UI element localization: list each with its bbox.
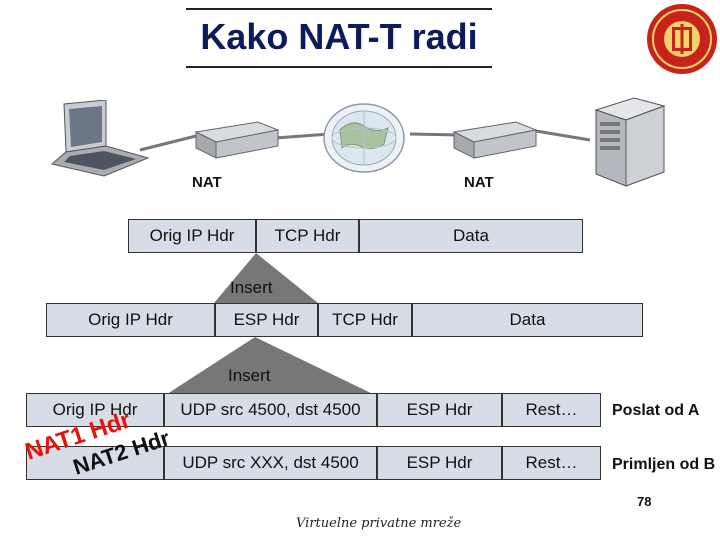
footer-text: Virtuelne privatne mreže — [296, 516, 462, 531]
nat-router-icon — [194, 121, 280, 159]
rest-cell: Rest… — [502, 393, 601, 427]
tcp-hdr-cell: TCP Hdr — [318, 303, 412, 337]
network-links — [139, 128, 591, 152]
esp-hdr-cell: ESP Hdr — [377, 446, 502, 480]
page-number: 78 — [637, 494, 652, 509]
udp-hdr-cell: UDP src XXX, dst 4500 — [164, 446, 377, 480]
sent-from-a-label: Poslat od A — [612, 402, 700, 419]
server-icon — [594, 97, 666, 187]
esp-hdr-cell: ESP Hdr — [215, 303, 318, 337]
orig-ip-hdr-cell: Orig IP Hdr — [46, 303, 215, 337]
esp-hdr-cell: ESP Hdr — [377, 393, 502, 427]
tcp-hdr-cell: TCP Hdr — [256, 219, 359, 253]
internet-globe-icon — [323, 103, 405, 173]
received-from-b-label: Primljen od B — [612, 456, 716, 473]
laptop-icon — [50, 100, 150, 177]
nat-label-1: NAT — [192, 174, 222, 191]
title-frame — [186, 8, 492, 68]
udp-hdr-cell: UDP src 4500, dst 4500 — [164, 393, 377, 427]
nat-router-icon — [452, 121, 538, 159]
orig-ip-hdr-cell: Orig IP Hdr — [128, 219, 256, 253]
data-cell: Data — [359, 219, 583, 253]
page-title: Kako NAT-T radi — [200, 16, 478, 57]
insert-label-2: Insert — [228, 366, 271, 385]
data-cell: Data — [412, 303, 643, 337]
insert-label-1: Insert — [230, 278, 273, 297]
rest-cell: Rest… — [502, 446, 601, 480]
nat-hdr-cell — [26, 446, 164, 480]
orig-ip-hdr-cell: Orig IP Hdr — [26, 393, 164, 427]
nat-label-2: NAT — [464, 174, 494, 191]
university-seal-icon — [647, 4, 717, 74]
